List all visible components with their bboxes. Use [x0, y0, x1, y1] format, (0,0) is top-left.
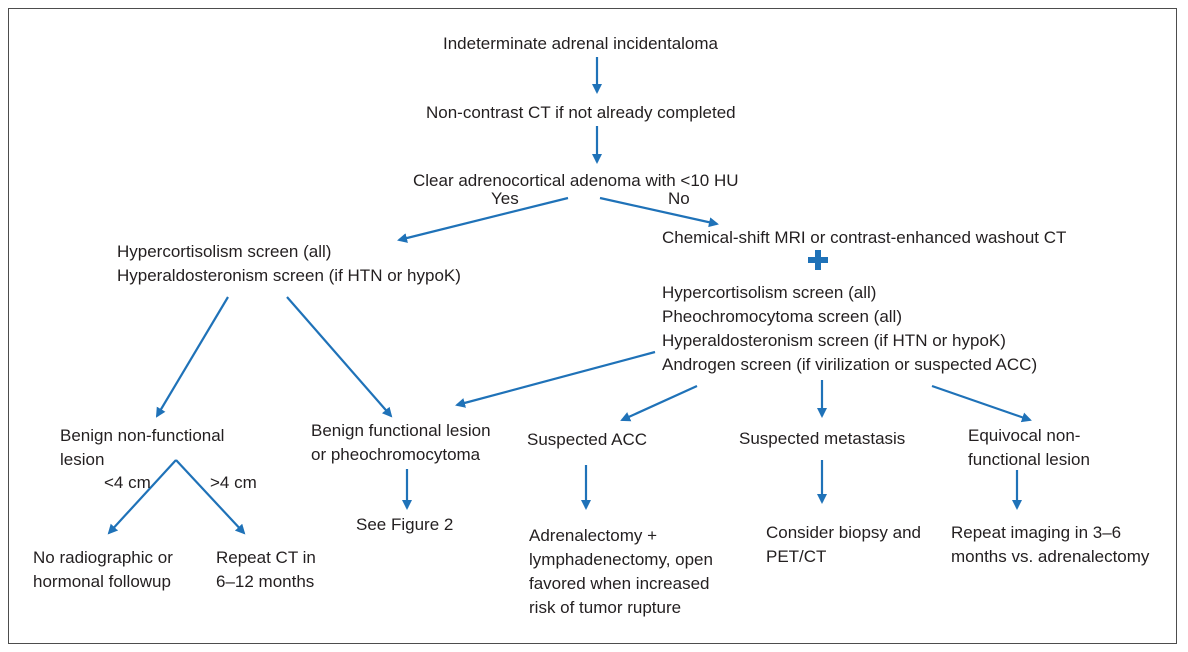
noncontrast-ct-node: Non-contrast CT if not already completed: [426, 103, 736, 122]
equivocal-line-1: Equivocal non-: [968, 426, 1081, 445]
no-followup-line-1: No radiographic or: [33, 548, 173, 567]
benign-functional-line-2: or pheochromocytoma: [311, 445, 481, 464]
acc-action-line-4: risk of tumor rupture: [529, 598, 682, 617]
diagram-frame: [8, 8, 1177, 644]
yes-label: Yes: [491, 189, 519, 208]
metastasis-action-line-1: Consider biopsy and: [766, 523, 921, 542]
no-screen-line-1: Hypercortisolism screen (all): [662, 283, 877, 302]
arrow-benign-to-repeat-ct: [175, 459, 246, 535]
see-figure-node: See Figure 2: [356, 515, 454, 534]
no-screen-line-2: Pheochromocytoma screen (all): [662, 307, 902, 326]
start-node: Indeterminate adrenal incidentaloma: [443, 34, 719, 53]
clear-adenoma-node: Clear adrenocortical adenoma with <10 HU: [413, 171, 739, 190]
no-followup-line-2: hormonal followup: [33, 572, 171, 591]
equivocal-line-2: functional lesion: [968, 450, 1090, 469]
benign-nonfunctional-line-1: Benign non-functional: [60, 426, 225, 445]
metastasis-action-line-2: PET/CT: [766, 547, 827, 566]
equivocal-action-line-2: months vs. adrenalectomy: [951, 547, 1150, 566]
acc-action-line-1: Adrenalectomy +: [529, 526, 658, 545]
arrow-screens-to-acc: [620, 384, 698, 422]
arrow-yes: [397, 196, 569, 243]
arrow-no: [599, 196, 719, 228]
no-label: No: [668, 189, 690, 208]
benign-nonfunctional-line-2: lesion: [60, 450, 105, 469]
yes-branch-line-2: Hyperaldosteronism screen (if HTN or hyp…: [117, 266, 461, 285]
equivocal-action-line-1: Repeat imaging in 3–6: [951, 523, 1122, 542]
arrow-screens-to-equivocal: [931, 384, 1032, 423]
yes-branch-line-1: Hypercortisolism screen (all): [117, 242, 332, 261]
no-screen-line-4: Androgen screen (if virilization or susp…: [662, 355, 1038, 374]
repeat-ct-line-1: Repeat CT in: [216, 548, 316, 567]
plus-icon: [808, 250, 828, 270]
lt4-label: <4 cm: [104, 473, 151, 492]
arrow-benign-to-no-followup: [107, 459, 177, 535]
no-screen-line-3: Hyperaldosteronism screen (if HTN or hyp…: [662, 331, 1006, 350]
benign-functional-line-1: Benign functional lesion: [311, 421, 491, 440]
no-imaging-node: Chemical-shift MRI or contrast-enhanced …: [662, 228, 1067, 247]
repeat-ct-line-2: 6–12 months: [216, 572, 315, 591]
arrow-yes-to-benign-nonfunctional: [155, 296, 229, 418]
acc-action-line-2: lymphadenectomy, open: [529, 550, 713, 569]
arrow-yes-to-benign-functional: [286, 296, 393, 418]
arrow-screens-to-benign-functional: [455, 350, 656, 408]
gt4-label: >4 cm: [210, 473, 257, 492]
suspected-acc-node: Suspected ACC: [527, 430, 648, 449]
acc-action-line-3: favored when increased: [529, 574, 710, 593]
suspected-metastasis-node: Suspected metastasis: [739, 429, 906, 448]
